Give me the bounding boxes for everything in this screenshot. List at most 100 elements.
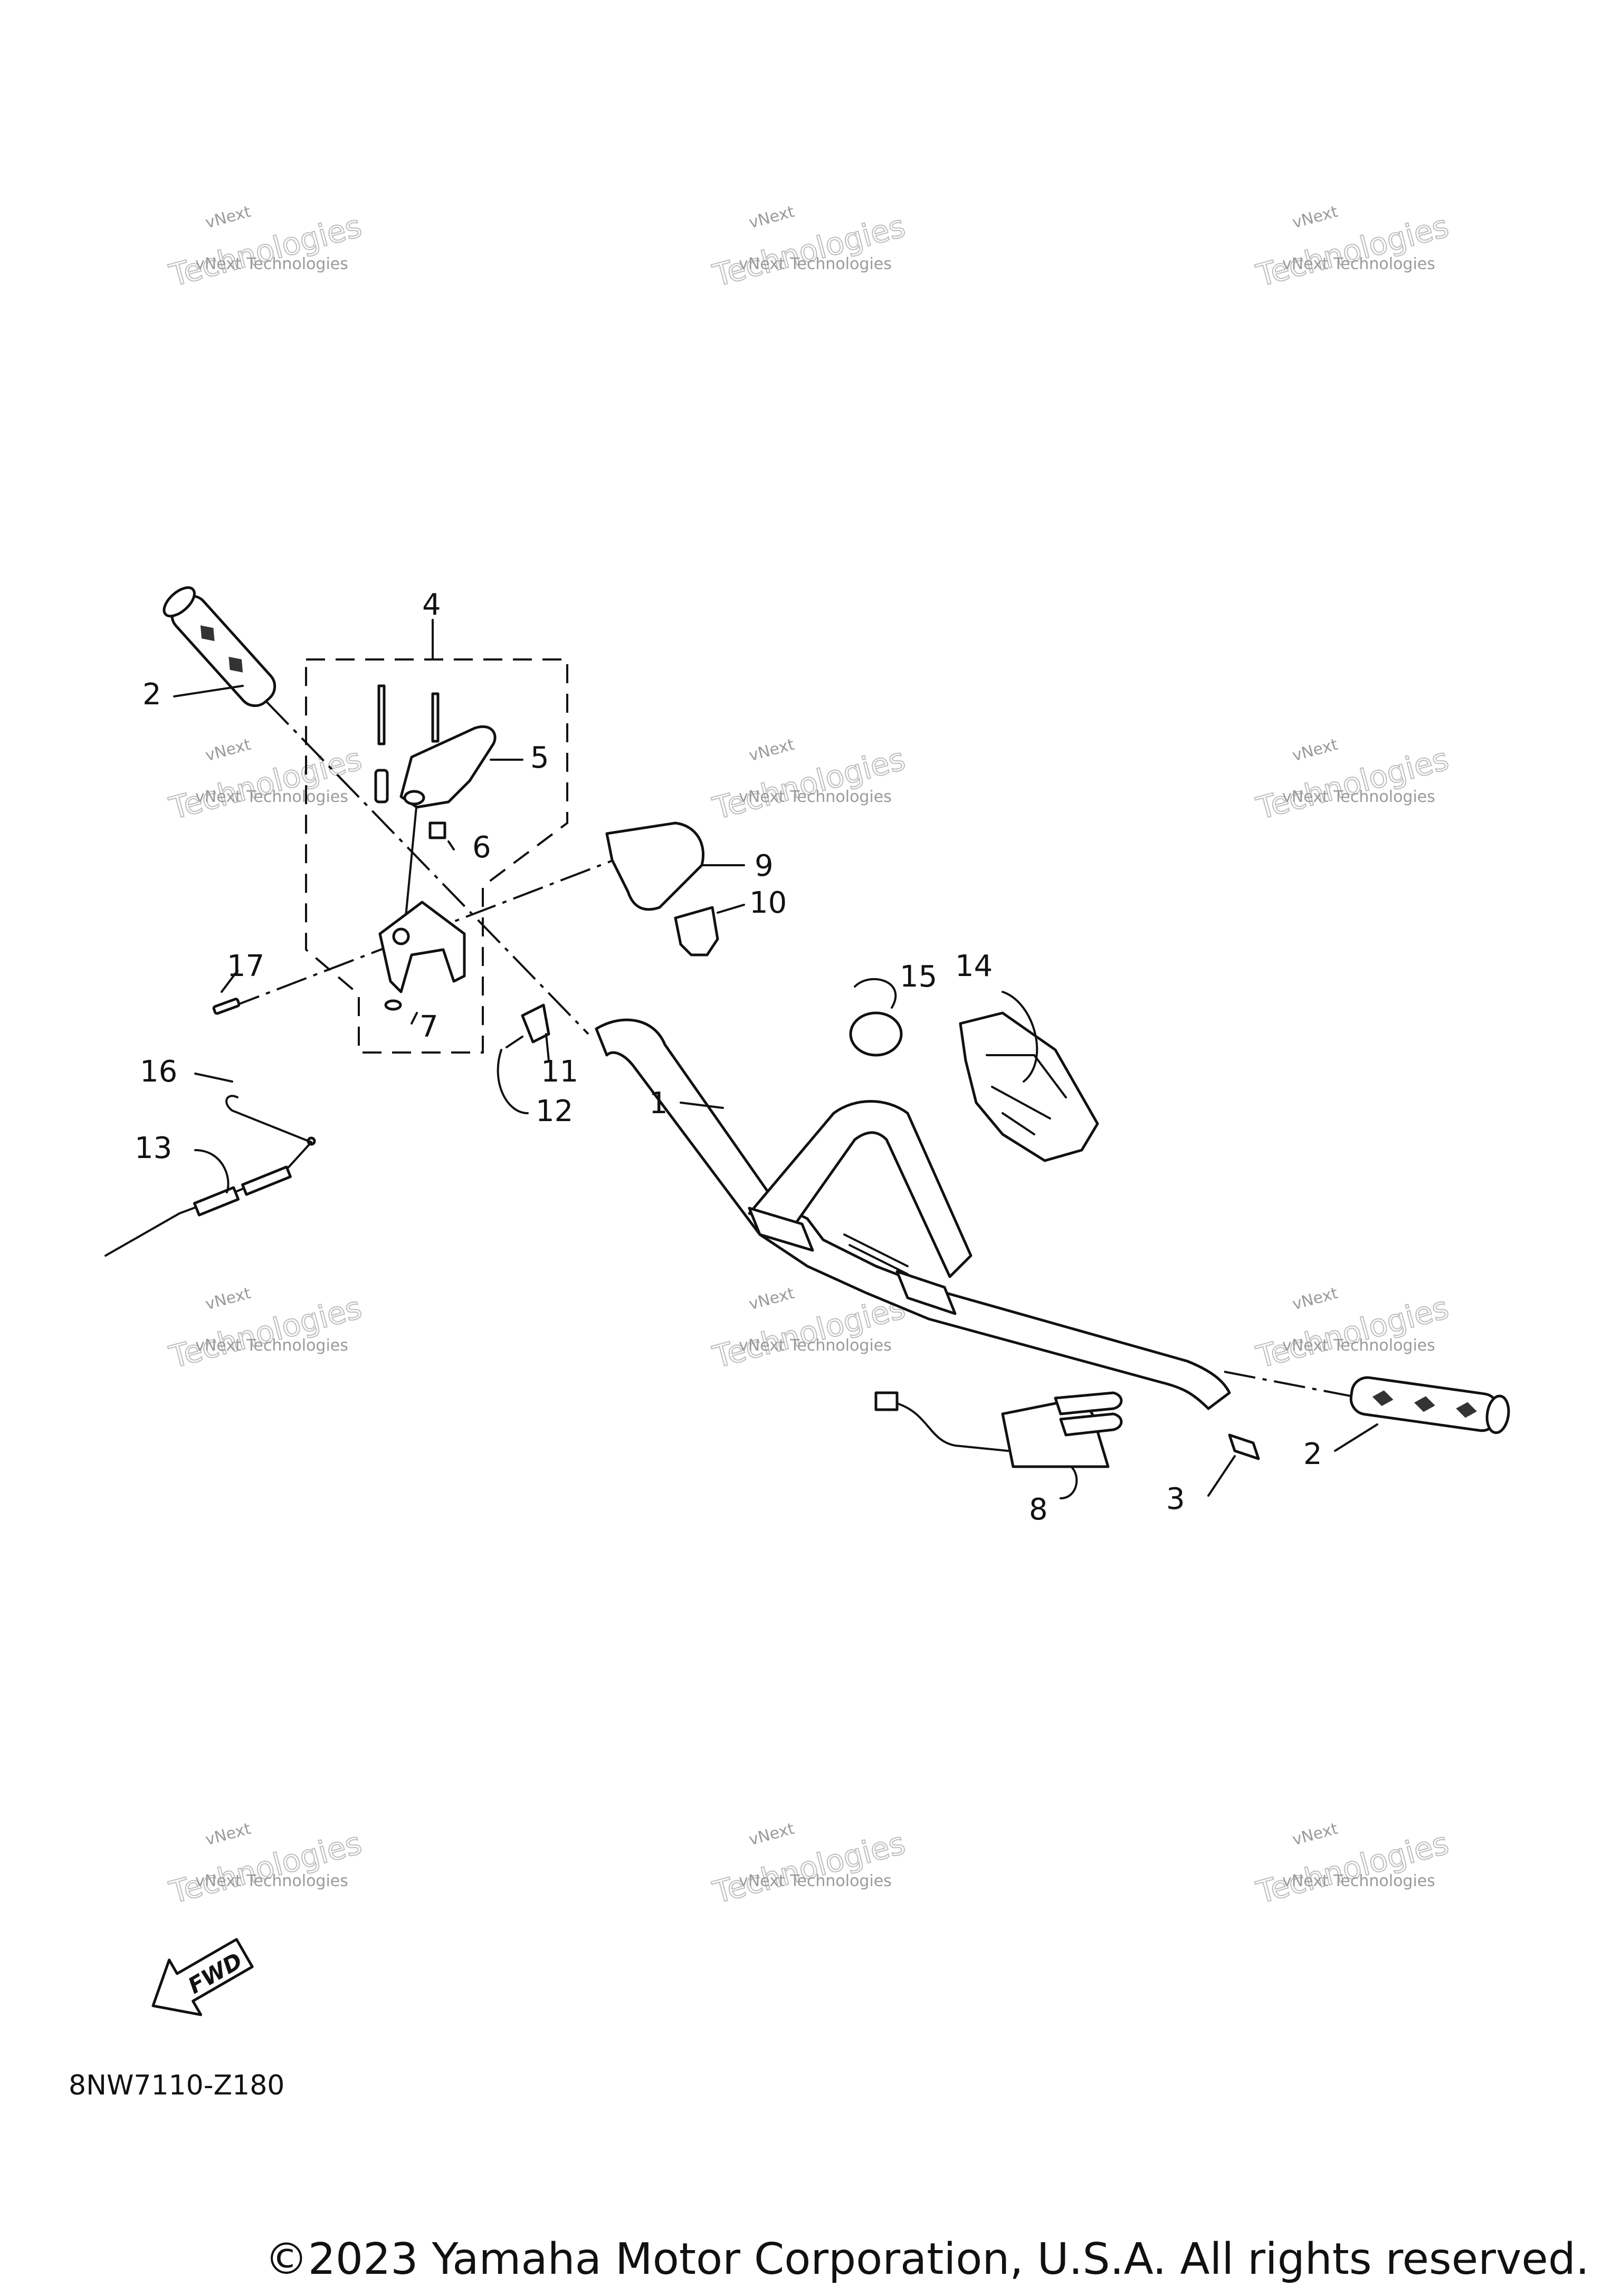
callout-14: 14 [955,949,993,983]
left-grip [163,586,276,707]
switch-housing [378,901,466,1011]
leader-11 [545,1033,550,1061]
callout-9: 9 [755,849,774,883]
leader-13 [194,1149,230,1193]
callout-6: 6 [472,830,491,865]
watermark: Technologies vNext vNext Technologies [165,1284,366,1376]
watermark-small: vNext Technologies [195,255,348,273]
cover-9 [605,821,705,911]
watermark: Technologies vNext vNext Technologies [1252,1284,1453,1376]
leader-15 [854,978,897,1009]
harness-8 [874,1391,1123,1468]
watermark-big: Technologies [709,208,909,293]
copyright-notice: ©2023 Yamaha Motor Corporation, U.S.A. A… [264,2234,1589,2284]
watermark-top: vNext [747,203,796,233]
watermark: Technologies vNext vNext Technologies [1252,735,1453,827]
watermark: Technologies vNext vNext Technologies [709,203,909,294]
watermark-big: Technologies [709,1289,909,1375]
watermark-big: Technologies [1253,208,1452,293]
throttle-lever [374,684,497,809]
callout-16: 16 [140,1055,177,1089]
watermark-small: vNext Technologies [195,1336,348,1355]
cover-10 [674,906,719,956]
watermark: Technologies vNext vNext Technologies [709,735,909,827]
callout-15: 15 [900,960,937,994]
watermark-big: Technologies [166,741,365,826]
watermark-big: Technologies [166,208,365,293]
ring-15 [849,1011,903,1057]
watermark: Technologies vNext vNext Technologies [165,203,366,294]
watermark-top: vNext [203,1820,253,1850]
clamp-11 [506,1003,550,1048]
axis-line-right-grip [1224,1371,1362,1399]
callout-4: 4 [422,588,441,622]
knurl [843,1233,909,1275]
callout-13: 13 [135,1131,172,1165]
watermark-top: vNext [1290,1820,1340,1850]
leader-10 [717,904,745,914]
watermark: Technologies vNext vNext Technologies [165,1820,366,1911]
leader-2-left [173,685,244,697]
handlebar [595,1018,1231,1410]
leader-12 [497,1049,529,1114]
watermark-small: vNext Technologies [1282,788,1435,806]
watermark-small: vNext Technologies [739,1872,892,1890]
bar-end-plug [1228,1433,1260,1460]
watermark-top: vNext [1290,203,1340,233]
watermark-big: Technologies [166,1825,365,1910]
leader-3 [1207,1455,1236,1497]
callout-11: 11 [541,1055,578,1089]
callout-17: 17 [227,949,264,983]
watermark-big: Technologies [709,1825,909,1910]
callout-2-right: 2 [1303,1437,1322,1471]
watermark-top: vNext [1290,735,1340,766]
watermark-top: vNext [747,1820,796,1850]
clip-16 [225,1095,312,1143]
watermark-top: vNext [203,1284,253,1314]
clip-6 [428,821,446,839]
leader-1 [680,1102,724,1109]
fwd-arrow-icon: FWD [151,1938,254,2016]
watermark-small: vNext Technologies [739,1336,892,1355]
leader-8 [1060,1466,1078,1499]
watermark-top: vNext [1290,1284,1340,1314]
watermarks: Technologies vNext vNext Technologies Te… [165,203,1453,1911]
watermark-small: vNext Technologies [739,788,892,806]
switch-unit-14 [959,1011,1099,1162]
leader-17 [221,970,239,993]
assembly-4-outline [305,658,568,1054]
leader-2-right [1334,1423,1378,1452]
watermark-small: vNext Technologies [1282,1872,1435,1890]
leader-16 [194,1073,233,1083]
diagram-code: 8NW7110-Z180 [69,2070,284,2101]
watermark-big: Technologies [1253,741,1452,826]
watermark-top: vNext [747,735,796,766]
callout-3: 3 [1166,1482,1185,1516]
leader-14 [1002,991,1038,1083]
watermark-big: Technologies [1253,1289,1452,1375]
watermark-big: Technologies [166,1289,365,1375]
watermark-small: vNext Technologies [195,1872,348,1890]
callout-7: 7 [419,1010,438,1044]
leader-7 [411,1012,418,1025]
watermark-small: vNext Technologies [739,255,892,273]
watermark-big: Technologies [709,741,909,826]
callout-8: 8 [1029,1493,1048,1527]
watermark: Technologies vNext vNext Technologies [165,735,366,827]
leader-6 [447,840,455,850]
callout-2-left: 2 [142,677,161,712]
throttle-cable [104,1095,316,1257]
watermark: Technologies vNext vNext Technologies [1252,1820,1453,1911]
callout-12: 12 [536,1094,573,1128]
watermark-small: vNext Technologies [1282,255,1435,273]
axis-line-left-grip [265,701,589,1035]
watermark-small: vNext Technologies [1282,1336,1435,1355]
watermark-small: vNext Technologies [195,788,348,806]
watermark: Technologies vNext vNext Technologies [709,1820,909,1911]
callout-1: 1 [649,1086,668,1121]
wire-12 [506,1036,523,1048]
screw-17 [212,998,241,1015]
watermark-top: vNext [203,735,253,766]
callout-10: 10 [749,886,787,920]
